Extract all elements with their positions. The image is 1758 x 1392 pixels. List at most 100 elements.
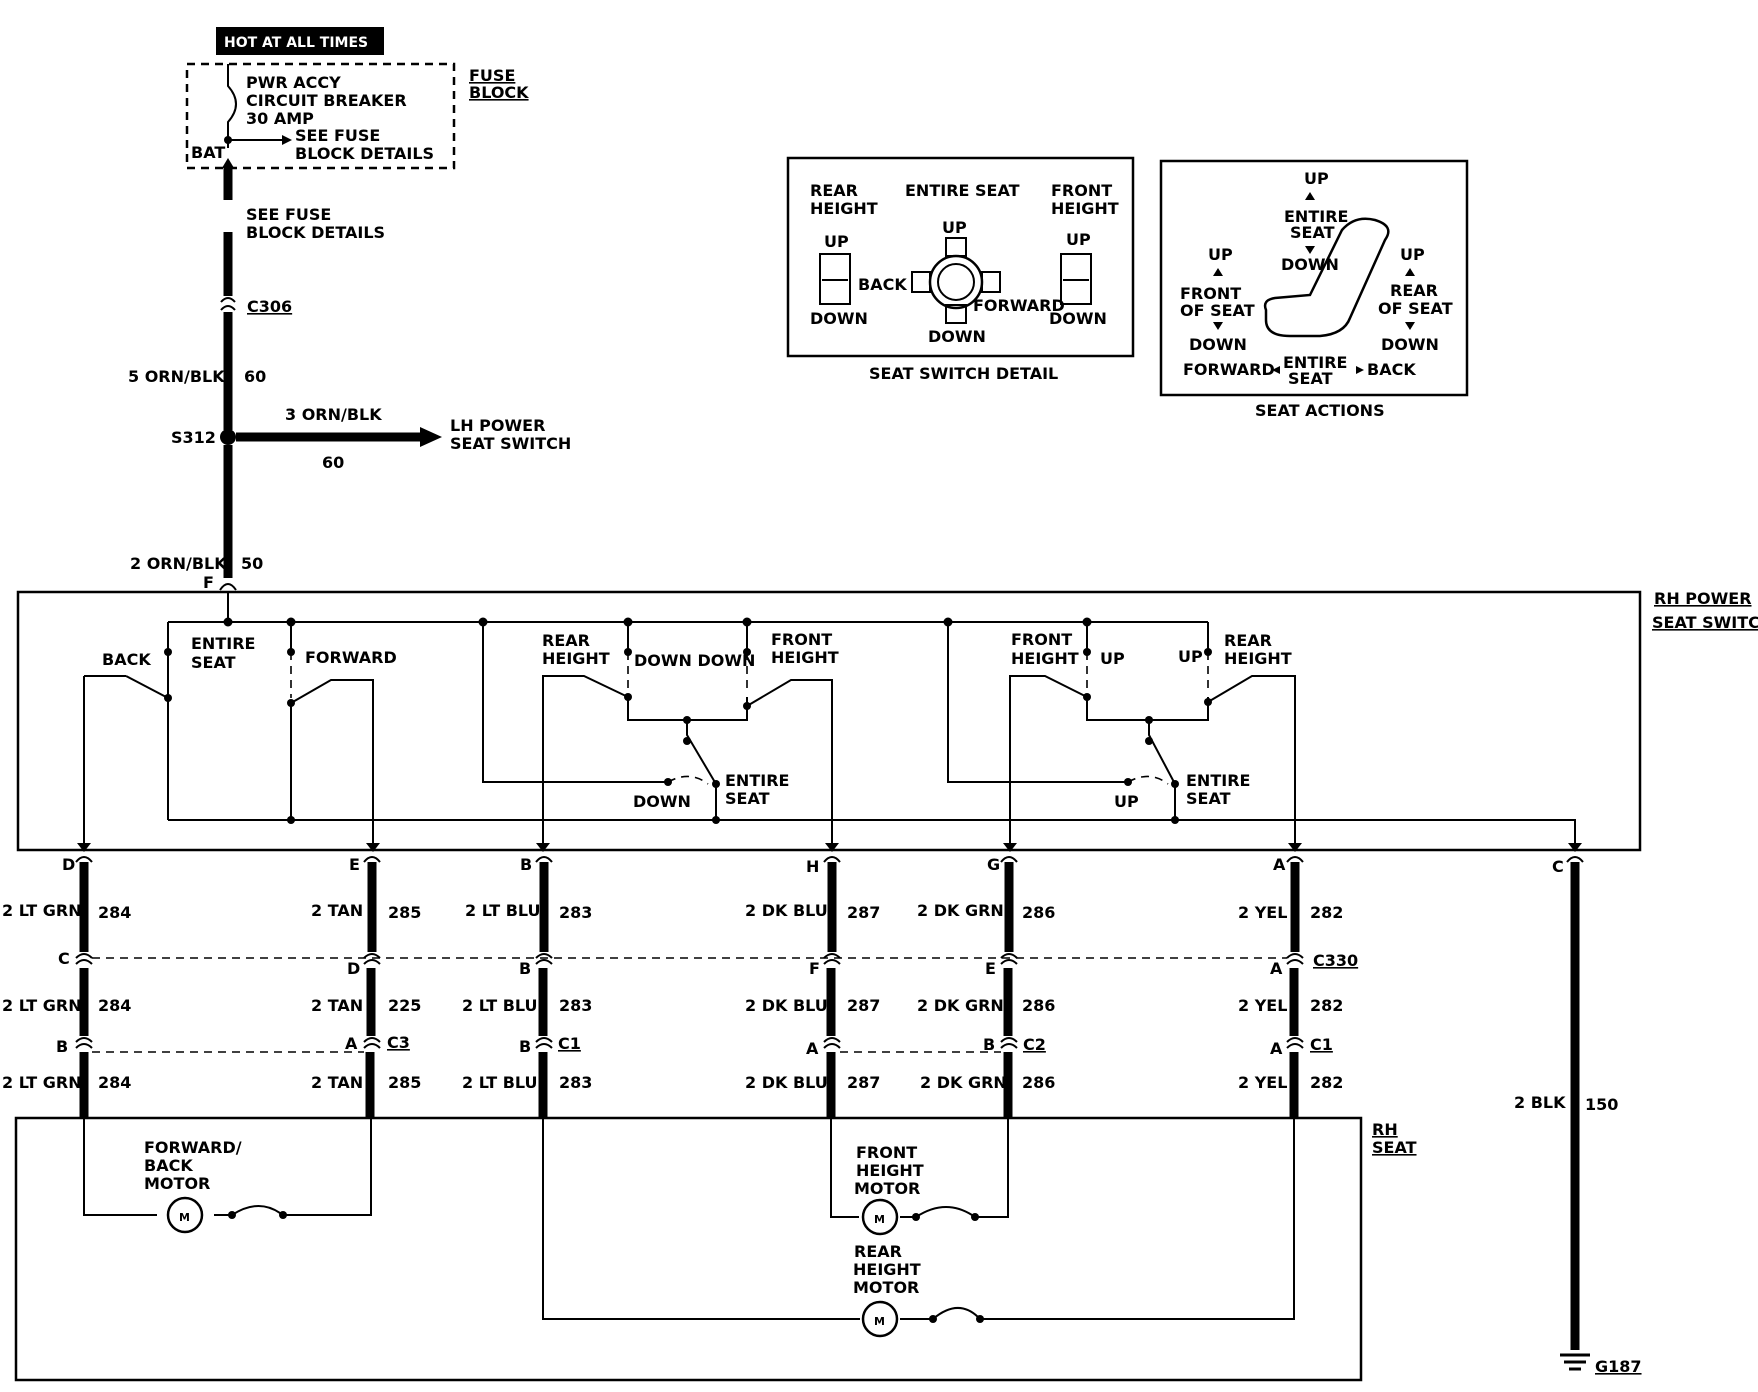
svg-text:2 DK BLU: 2 DK BLU	[745, 901, 828, 920]
lh-branch	[236, 427, 442, 447]
svg-text:283: 283	[559, 1073, 592, 1092]
svg-text:REAR: REAR	[1390, 281, 1438, 300]
wire-labels-row1: 2 LT GRN 284 2 TAN 285 2 LT BLU 283 2 DK…	[2, 901, 1343, 922]
svg-text:FRONT: FRONT	[1180, 284, 1241, 303]
sw-entire-label: ENTIRE	[191, 634, 255, 653]
seat-actions: UP ENTIRE SEAT DOWN UP FRONT OF SEAT DOW…	[1159, 159, 1469, 397]
svg-text:BACK: BACK	[1367, 360, 1416, 379]
svg-text:DOWN: DOWN	[810, 309, 868, 328]
sw-down-mid-label: DOWN	[633, 792, 691, 811]
svg-text:286: 286	[1022, 996, 1055, 1015]
svg-text:DOWN: DOWN	[928, 327, 986, 346]
svg-text:2 YEL: 2 YEL	[1238, 996, 1287, 1015]
svg-text:282: 282	[1310, 903, 1343, 922]
sw-entire-right-label-2: SEAT	[1186, 789, 1231, 808]
svg-text:E: E	[349, 855, 360, 874]
svg-text:C2: C2	[1023, 1035, 1046, 1054]
svg-text:UP: UP	[1400, 245, 1425, 264]
fb-motor-symbol: M	[179, 1211, 190, 1224]
svg-text:C330: C330	[1313, 951, 1358, 970]
svg-text:DOWN: DOWN	[1189, 335, 1247, 354]
svg-text:2 YEL: 2 YEL	[1238, 903, 1287, 922]
svg-text:B: B	[519, 959, 531, 978]
svg-text:286: 286	[1022, 1073, 1055, 1092]
harness-wires	[75, 843, 1584, 1350]
svg-text:DOWN: DOWN	[1381, 335, 1439, 354]
sw-up-right-label: UP	[1114, 792, 1139, 811]
svg-text:ENTIRE SEAT: ENTIRE SEAT	[905, 181, 1020, 200]
fb-motor-label-3: MOTOR	[144, 1174, 210, 1193]
rh-motor-label: REAR	[854, 1242, 902, 1261]
svg-text:B: B	[56, 1037, 68, 1056]
fh-motor-label-3: MOTOR	[854, 1179, 920, 1198]
svg-text:A: A	[1270, 959, 1283, 978]
svg-text:DOWN: DOWN	[1281, 255, 1339, 274]
svg-text:283: 283	[559, 996, 592, 1015]
rh-seat	[14, 1116, 1363, 1382]
switch-feed-color: 2 ORN/BLK	[130, 554, 227, 573]
svg-text:2 LT GRN: 2 LT GRN	[2, 901, 82, 920]
sw-rear-height2-label: REAR	[1224, 631, 1272, 650]
ground-wire-circuit: 150	[1585, 1095, 1618, 1114]
svg-text:HOT AT ALL TIMES: HOT AT ALL TIMES	[224, 35, 368, 51]
svg-text:C: C	[1552, 857, 1564, 876]
svg-text:C3: C3	[387, 1033, 410, 1052]
svg-text:A: A	[1270, 1039, 1283, 1058]
svg-text:UP: UP	[1066, 230, 1091, 249]
svg-text:ENTIRE: ENTIRE	[1284, 207, 1348, 226]
svg-text:282: 282	[1310, 1073, 1343, 1092]
svg-text:G: G	[987, 855, 1000, 874]
svg-text:PWR ACCY: PWR ACCY	[246, 73, 341, 92]
svg-text:287: 287	[847, 1073, 880, 1092]
svg-text:HEIGHT: HEIGHT	[810, 199, 878, 218]
fuse-block-label: FUSE	[469, 66, 515, 85]
svg-text:2 DK BLU: 2 DK BLU	[745, 1073, 828, 1092]
svg-text:284: 284	[98, 903, 131, 922]
sw-rear-height-label-2: HEIGHT	[542, 649, 610, 668]
sw-rear-height-label: REAR	[542, 631, 590, 650]
rh-power-seat-switch-label: RH POWER	[1654, 589, 1752, 608]
svg-text:UP: UP	[1304, 169, 1329, 188]
sw-entire-mid-label: ENTIRE	[725, 771, 789, 790]
rh-motor-label-3: MOTOR	[853, 1278, 919, 1297]
svg-text:30 AMP: 30 AMP	[246, 109, 314, 128]
rh-seat-label-2: SEAT	[1372, 1138, 1417, 1157]
fh-motor-label-2: HEIGHT	[856, 1161, 924, 1180]
svg-text:A: A	[806, 1039, 819, 1058]
svg-text:UP: UP	[824, 232, 849, 251]
fuse-block-label-2: BLOCK	[469, 83, 529, 102]
s312-label: S312	[171, 428, 216, 447]
lh-wire-color: 3 ORN/BLK	[285, 405, 382, 424]
svg-text:A: A	[345, 1034, 358, 1053]
connector-pin-labels: B A C3 B C1 A B C2 A C1	[56, 1033, 1333, 1058]
svg-text:SEAT: SEAT	[1288, 369, 1333, 388]
rh-seat-label: RH	[1372, 1120, 1398, 1139]
svg-text:ENTIRE: ENTIRE	[1283, 353, 1347, 372]
rh-power-seat-switch	[16, 590, 1642, 852]
svg-text:282: 282	[1310, 996, 1343, 1015]
rh-power-seat-switch-label-2: SEAT SWITCH	[1652, 613, 1758, 632]
ground-symbol	[1560, 1353, 1590, 1371]
switch-pin-labels: D E B H G A C	[62, 855, 1564, 876]
svg-text:A: A	[1273, 855, 1286, 874]
sw-entire-right-label: ENTIRE	[1186, 771, 1250, 790]
sw-front-height-label: FRONT	[771, 630, 832, 649]
svg-text:HEIGHT: HEIGHT	[1051, 199, 1119, 218]
switch-feed-circuit: 50	[241, 554, 263, 573]
sw-forward-label: FORWARD	[305, 648, 397, 667]
svg-text:287: 287	[847, 996, 880, 1015]
rh-motor-symbol: M	[874, 1315, 885, 1328]
svg-text:DOWN: DOWN	[1049, 309, 1107, 328]
svg-text:2 TAN: 2 TAN	[311, 1073, 363, 1092]
svg-text:2 DK GRN: 2 DK GRN	[917, 996, 1004, 1015]
see-fuse-label-2: BLOCK DETAILS	[246, 223, 385, 242]
svg-text:H: H	[806, 857, 819, 876]
svg-text:F: F	[809, 959, 820, 978]
feed-wire-circuit: 60	[244, 367, 266, 386]
ground-wire-color: 2 BLK	[1514, 1093, 1566, 1112]
rh-motor-label-2: HEIGHT	[853, 1260, 921, 1279]
fb-motor-label: FORWARD/	[144, 1138, 242, 1157]
lh-dest: LH POWER	[450, 416, 545, 435]
sw-down-down-label: DOWN DOWN	[634, 651, 755, 670]
